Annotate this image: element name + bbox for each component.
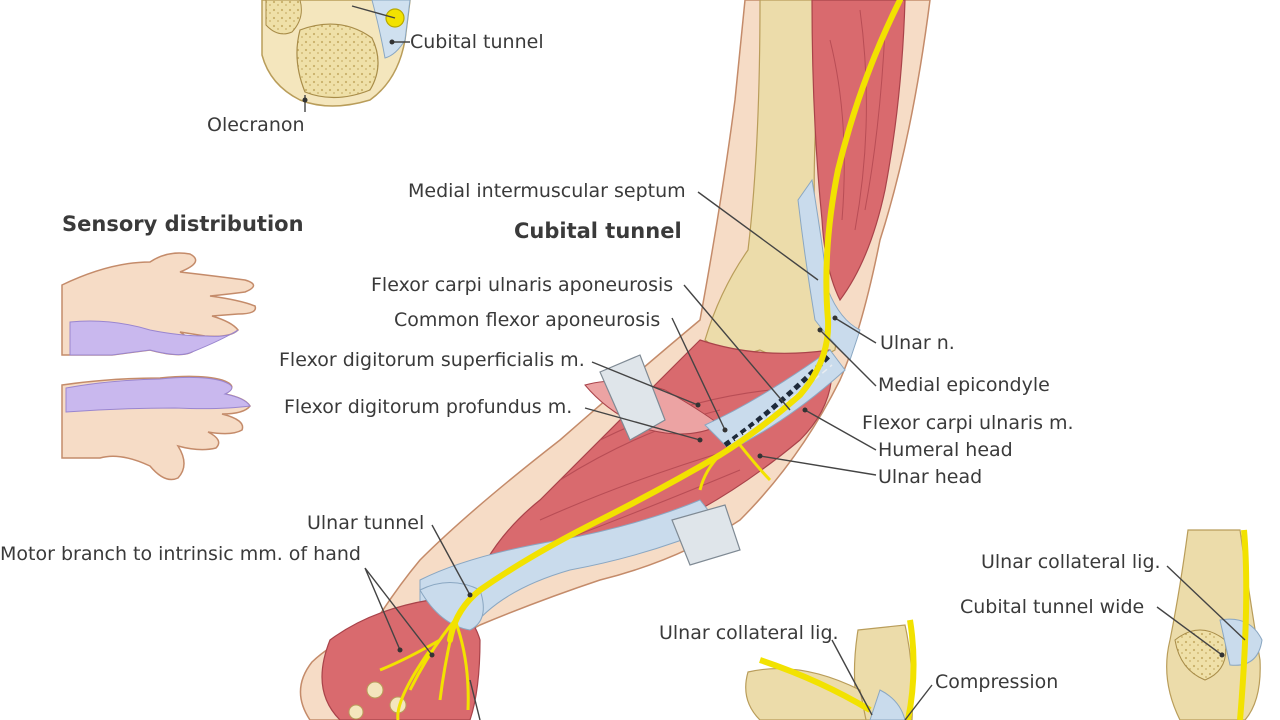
label-humeral-head: Humeral head (878, 439, 1013, 461)
label-compression: Compression (935, 671, 1059, 693)
elbow-cross-section (261, 0, 411, 107)
label-medial-epicondyle: Medial epicondyle (878, 374, 1050, 396)
label-common-flexor-aponeurosis: Common flexor aponeurosis (394, 309, 661, 331)
label-motor-branch: Motor branch to intrinsic mm. of hand (0, 543, 361, 565)
elbow-flexion-inset (745, 619, 917, 720)
label-ulnar-tunnel: Ulnar tunnel (307, 512, 425, 534)
label-ulnar-collateral-lig-right: Ulnar collateral lig. (981, 551, 1161, 573)
sensory-distribution-heading: Sensory distribution (62, 212, 304, 236)
label-ulnar-collateral-lig-mid: Ulnar collateral lig. (659, 622, 839, 644)
cubital-tunnel-heading: Cubital tunnel (514, 219, 682, 243)
label-fcu-muscle: Flexor carpi ulnaris m. (862, 412, 1074, 434)
label-ulnar-nerve: Ulnar n. (880, 332, 955, 354)
elbow-extension-inset (1166, 529, 1263, 720)
leader-lines (304, 5, 1246, 720)
label-olecranon: Olecranon (207, 114, 305, 136)
label-ulnar-head: Ulnar head (878, 466, 983, 488)
label-medial-intermuscular-septum: Medial intermuscular septum (408, 180, 686, 202)
label-cubital-tunnel-top: Cubital tunnel (410, 31, 544, 53)
hand-dorsal-view (61, 375, 251, 481)
hand-palmar-view (61, 252, 257, 356)
label-fds: Flexor digitorum superficialis m. (279, 349, 585, 371)
label-cubital-tunnel-wide: Cubital tunnel wide (960, 596, 1145, 618)
label-fcu-aponeurosis: Flexor carpi ulnaris aponeurosis (371, 274, 674, 296)
leader-dots (302, 39, 1225, 658)
label-fdp: Flexor digitorum profundus m. (284, 396, 573, 418)
